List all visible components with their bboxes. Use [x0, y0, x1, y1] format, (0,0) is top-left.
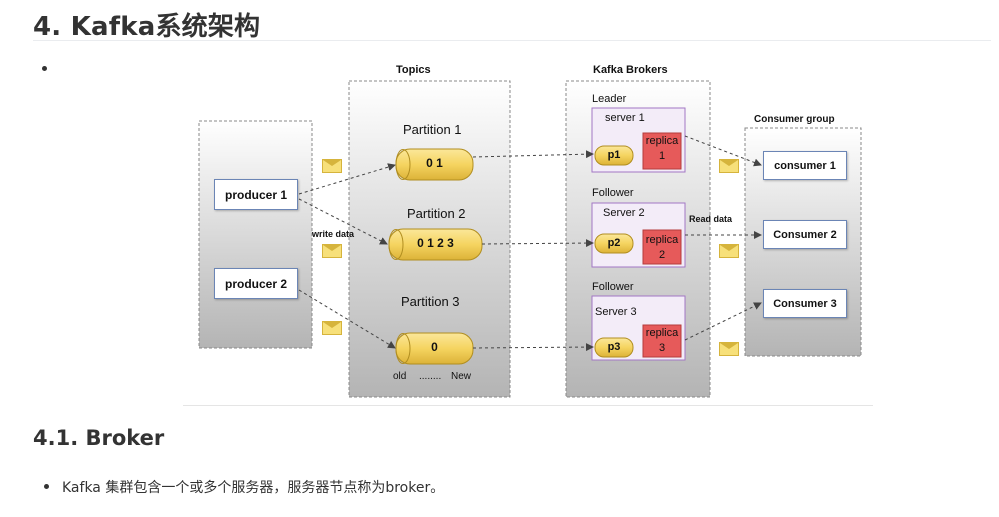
- partition-2-title: Partition 2: [407, 206, 466, 221]
- arrow-part2-p2: [481, 239, 594, 248]
- consumer-2-box: Consumer 2: [763, 220, 847, 249]
- p2-cylinder: [594, 233, 634, 254]
- section-heading: 4.1. Broker: [33, 426, 165, 450]
- brokers-title: Kafka Brokers: [593, 64, 668, 76]
- list-bullet: [44, 484, 49, 489]
- topics-title: Topics: [396, 64, 431, 76]
- p1-cylinder: [594, 145, 634, 166]
- list-bullet: [42, 66, 47, 71]
- broker-2-replica-num: 2: [658, 249, 666, 261]
- message-envelope-icon: [719, 159, 739, 173]
- broker-1-replica: replica: [645, 135, 679, 147]
- partition-2-offsets: 0 1 2 3: [417, 236, 454, 250]
- broker-1-role: Leader: [592, 93, 627, 105]
- broker-1-partition: p1: [607, 149, 621, 161]
- broker-3-role: Follower: [592, 281, 634, 293]
- offset-dots: ........: [419, 371, 442, 382]
- broker-2-replica: replica: [645, 234, 679, 246]
- replica-3-box: [642, 324, 682, 358]
- page-title: 4. Kafka系统架构: [33, 12, 261, 42]
- write-data-label: write data: [312, 229, 355, 239]
- message-envelope-icon: [719, 342, 739, 356]
- arrow-s1-c1: [684, 135, 762, 167]
- arrow-p1-part2: [298, 198, 388, 245]
- arrow-p1-part1: [298, 163, 396, 195]
- partition-1-offsets: 0 1: [426, 156, 443, 170]
- broker-1-replica-num: 1: [658, 150, 666, 162]
- partition-1-title: Partition 1: [403, 122, 462, 137]
- producers-panel: [198, 120, 313, 349]
- broker-1-server: server 1: [605, 112, 645, 124]
- producer-2-box: producer 2: [214, 268, 298, 299]
- kafka-architecture-diagram: Topics Kafka Brokers Consumer group prod…: [183, 58, 873, 408]
- partition-3-title: Partition 3: [401, 294, 460, 309]
- message-envelope-icon: [719, 244, 739, 258]
- list-item: Kafka 集群包含一个或多个服务器，服务器节点称为broker。: [62, 480, 445, 496]
- broker-3-server: Server 3: [595, 306, 637, 318]
- broker-2-partition: p2: [607, 237, 621, 249]
- old-label: old: [393, 371, 407, 382]
- message-envelope-icon: [322, 321, 342, 335]
- message-envelope-icon: [322, 244, 342, 258]
- producer-1-box: producer 1: [214, 179, 298, 210]
- read-data-label: Read data: [689, 214, 733, 224]
- new-label: New: [451, 371, 472, 382]
- consumer-1-box: consumer 1: [763, 151, 847, 180]
- arrow-part3-p3: [472, 343, 594, 352]
- replica-1-box: [642, 132, 682, 170]
- broker-3-replica: replica: [645, 327, 679, 339]
- message-envelope-icon: [322, 159, 342, 173]
- replica-2-box: [642, 229, 682, 265]
- broker-2-role: Follower: [592, 187, 634, 199]
- partition-3-offsets: 0: [431, 340, 438, 354]
- broker-3-replica-num: 3: [658, 342, 666, 354]
- diagram-baseline: [183, 405, 873, 406]
- consumer-group-title: Consumer group: [754, 114, 835, 125]
- arrow-s3-c3: [684, 302, 762, 341]
- consumer-3-box: Consumer 3: [763, 289, 847, 318]
- arrow-part1-p1: [472, 150, 594, 159]
- arrow-p2-part3: [298, 289, 396, 349]
- broker-2-server: Server 2: [603, 207, 645, 219]
- title-divider: [33, 40, 991, 41]
- p3-cylinder: [594, 337, 634, 358]
- broker-3-partition: p3: [607, 341, 621, 353]
